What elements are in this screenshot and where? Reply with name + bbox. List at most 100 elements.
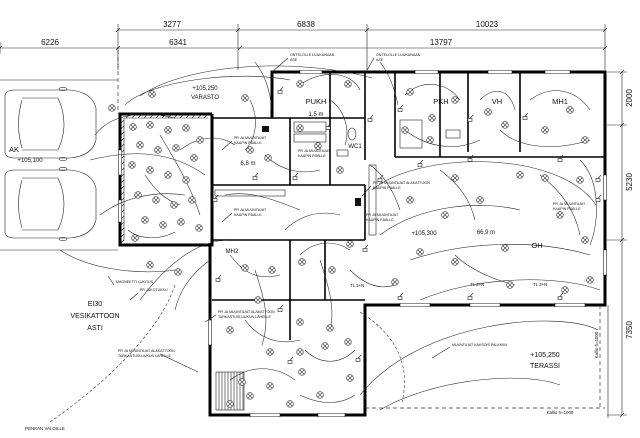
level-label-carport: +105,100 [17,158,43,164]
room-label-terrace: TERASSI [530,363,560,370]
light-fixture-symbol [426,136,434,144]
transformer-note: PR JA MUUNTAJAT ALAKATTOON [373,181,430,185]
dimension-label: 13797 [430,38,453,47]
window [544,70,571,74]
distribution-box [355,198,361,206]
bench-light-cable [49,284,176,423]
switch-symbol [397,104,404,112]
hatch-line [119,173,125,179]
sink [445,129,461,139]
light-fixture-symbol [328,266,336,274]
transformer-note: MUUNTAJAT KAKSOIS PALKKIIN [452,343,507,347]
wiring-line [229,368,296,381]
switch-symbol [252,172,259,180]
level-label-terrace: +105,250 [530,352,559,359]
wiring-line [359,320,599,396]
wiring-line [159,134,201,216]
light-fixture-symbol [541,174,549,182]
room-label-wc: WC1 [348,144,362,150]
wiring-line [139,239,231,301]
transformer-note: PR JA MUUNTAJAT [234,208,267,212]
light-fixture-symbol [188,196,196,204]
light-fixture-symbol [170,201,178,209]
hatch-line [179,113,185,119]
light-fixture-symbol [129,123,137,131]
dimension-label: 2000 [625,89,634,107]
light-fixture-symbol [401,126,409,134]
light-fixture-symbol [266,382,274,390]
wiring-line [59,249,176,273]
transformer-note: TARKASTUSLUUKUN LÄHELLE [218,315,271,319]
circuit-label: TL 3+N [350,283,364,288]
area-label-dressing: 1,5 m [308,112,323,118]
sauna-bench [293,133,327,143]
light-fixture-symbol [501,121,509,129]
switch-symbol [595,174,602,182]
transformer-note: KAAPIN PÄÄLLE [234,213,262,217]
window [469,303,501,307]
hatch-line [119,221,125,227]
light-fixture-symbol [506,281,514,289]
room-label-bedroom-1: MH1 [552,97,568,106]
circuit-label: TL 3+N [470,282,484,287]
wiring-line [404,129,481,147]
window [603,249,607,276]
light-fixture-symbol [190,154,198,162]
light-fixture-symbol [576,176,584,184]
transformer-note: PR JA MUUNTAJAT [366,213,399,217]
wiring-line [529,90,591,111]
light-fixture-symbol [298,368,306,376]
wiring-line [224,193,301,211]
hatch-line [167,113,173,119]
hatch-line [173,113,179,119]
wiring-line [499,129,591,147]
light-fixture-symbol [196,136,204,144]
distribution-box [262,126,269,132]
light-fixture-symbol [182,176,190,184]
wiring-line [439,169,476,221]
interior-wall [364,72,605,160]
light-fixture-symbol [177,218,185,226]
dimension-label: 6341 [169,38,187,47]
window [554,303,586,307]
hatch-line [119,239,125,245]
light-fixture-symbol [451,258,459,266]
switch-symbol [417,159,424,167]
room-label-bedroom-2: MH2 [226,249,239,255]
switch-symbol [522,112,529,120]
wiring-line [254,269,267,346]
wiring-line [409,244,591,261]
light-fixture-symbol [172,144,180,152]
firewall-note: EI30 [88,301,103,308]
light-fixture-symbol [346,374,354,382]
wiring-line [479,91,516,111]
light-fixture-symbol [296,124,304,132]
wiring-line [244,319,301,343]
light-fixture-symbol [296,348,304,356]
transformer-note: KAAPIN PÄÄLLE [373,186,401,190]
level-label-living: +105,300 [411,231,437,237]
hatch-line [119,233,125,239]
light-fixture-symbol [326,324,334,332]
firewall-note: VESIKATTOON [70,313,119,320]
dimension-label: 6226 [41,38,59,47]
light-fixture-symbol [246,392,254,400]
wiring-line [179,137,236,151]
windows [118,70,607,417]
light-fixtures [108,80,594,408]
kitchen-counter [368,164,377,236]
switch-symbol [215,274,222,282]
hatch-line [191,113,197,119]
window [249,413,281,417]
light-fixture-symbol [314,142,322,150]
light-fixture-symbol [164,126,172,134]
terrace-cable [359,311,405,403]
fixtures [214,119,461,411]
room-label-closet: VH [492,97,502,106]
hatch-line [155,113,161,119]
dimension-label: 6838 [297,20,315,29]
light-fixture-symbol [241,264,249,272]
light-fixture-symbol [182,124,190,132]
light-fixture-symbol [128,161,136,169]
